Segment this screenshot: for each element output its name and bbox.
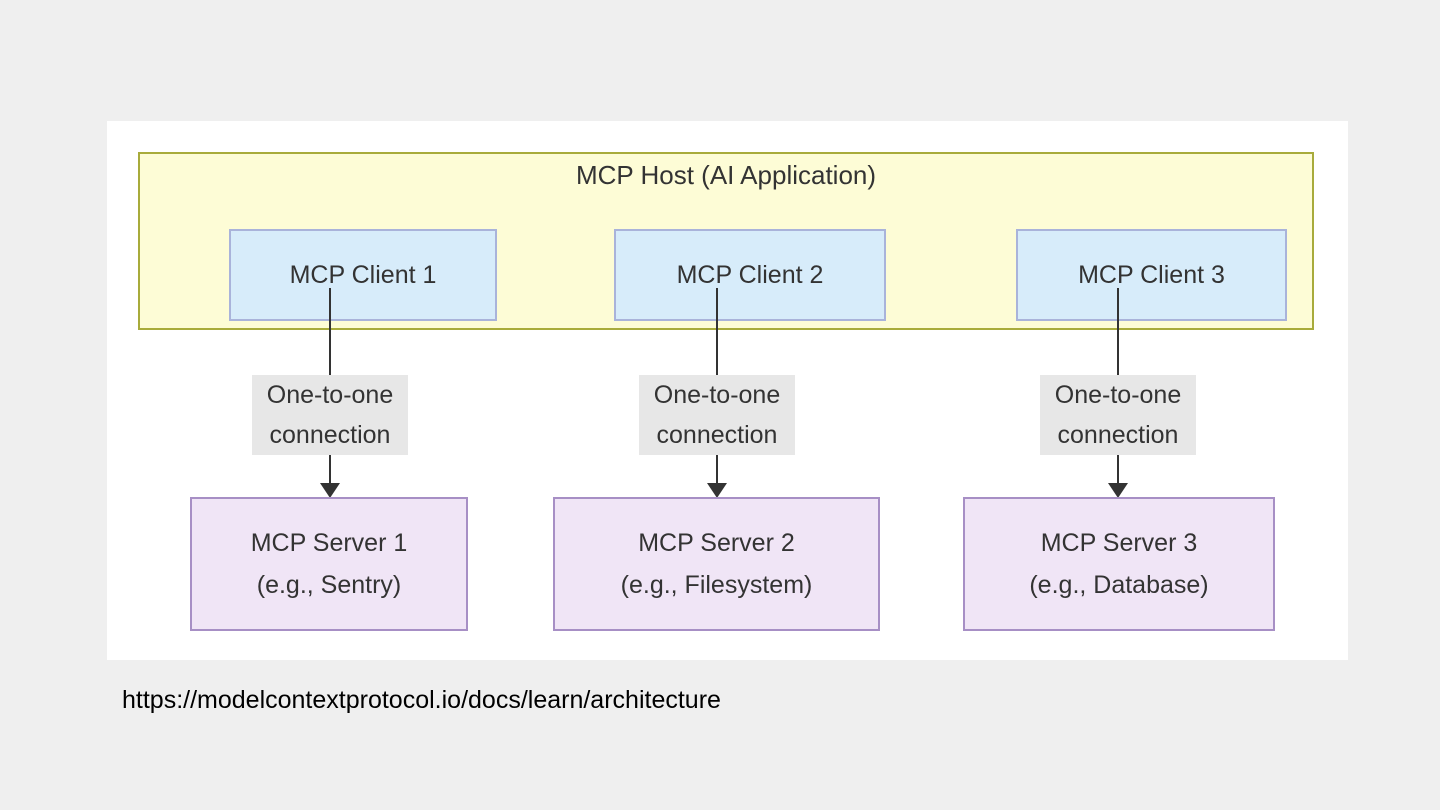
mcp-client-3-label: MCP Client 3 <box>1078 260 1225 289</box>
connection-label-2-line2: connection <box>656 421 778 449</box>
mcp-client-2-label: MCP Client 2 <box>676 260 824 289</box>
connection-label-3-line1: One-to-one <box>1054 381 1182 409</box>
arrowhead-down-icon <box>320 483 340 498</box>
mcp-client-1-label: MCP Client 1 <box>289 260 437 289</box>
connection-label-2-line1: One-to-one <box>653 381 781 409</box>
connection-label-1-line2: connection <box>269 421 391 449</box>
mcp-client-2-box: MCP Client 2 <box>614 229 886 321</box>
mcp-server-3-example: (e.g., Database) <box>1029 571 1209 599</box>
connection-label-3: One-to-one connection <box>1040 375 1196 455</box>
mcp-host-box: MCP Host (AI Application) MCP Client 1 M… <box>138 152 1314 330</box>
mcp-client-1-box: MCP Client 1 <box>229 229 497 321</box>
connection-label-1: One-to-one connection <box>252 375 408 455</box>
source-url: https://modelcontextprotocol.io/docs/lea… <box>122 686 721 714</box>
mcp-client-3-box: MCP Client 3 <box>1016 229 1287 321</box>
mcp-server-1-name: MCP Server 1 <box>250 529 408 557</box>
mcp-host-title: MCP Host (AI Application) <box>575 160 877 190</box>
mcp-server-3-box: MCP Server 3 (e.g., Database) <box>963 497 1275 631</box>
mcp-server-1-example: (e.g., Sentry) <box>256 571 402 599</box>
connection-label-1-line1: One-to-one <box>266 381 394 409</box>
arrowhead-down-icon <box>707 483 727 498</box>
connection-label-3-line2: connection <box>1057 421 1179 449</box>
connection-label-2: One-to-one connection <box>639 375 795 455</box>
mcp-server-2-example: (e.g., Filesystem) <box>620 571 813 599</box>
diagram-panel: MCP Host (AI Application) MCP Client 1 M… <box>107 121 1348 660</box>
mcp-server-1-box: MCP Server 1 (e.g., Sentry) <box>190 497 468 631</box>
mcp-server-3-name: MCP Server 3 <box>1040 529 1198 557</box>
mcp-server-2-name: MCP Server 2 <box>638 529 795 557</box>
mcp-server-2-box: MCP Server 2 (e.g., Filesystem) <box>553 497 880 631</box>
arrowhead-down-icon <box>1108 483 1128 498</box>
